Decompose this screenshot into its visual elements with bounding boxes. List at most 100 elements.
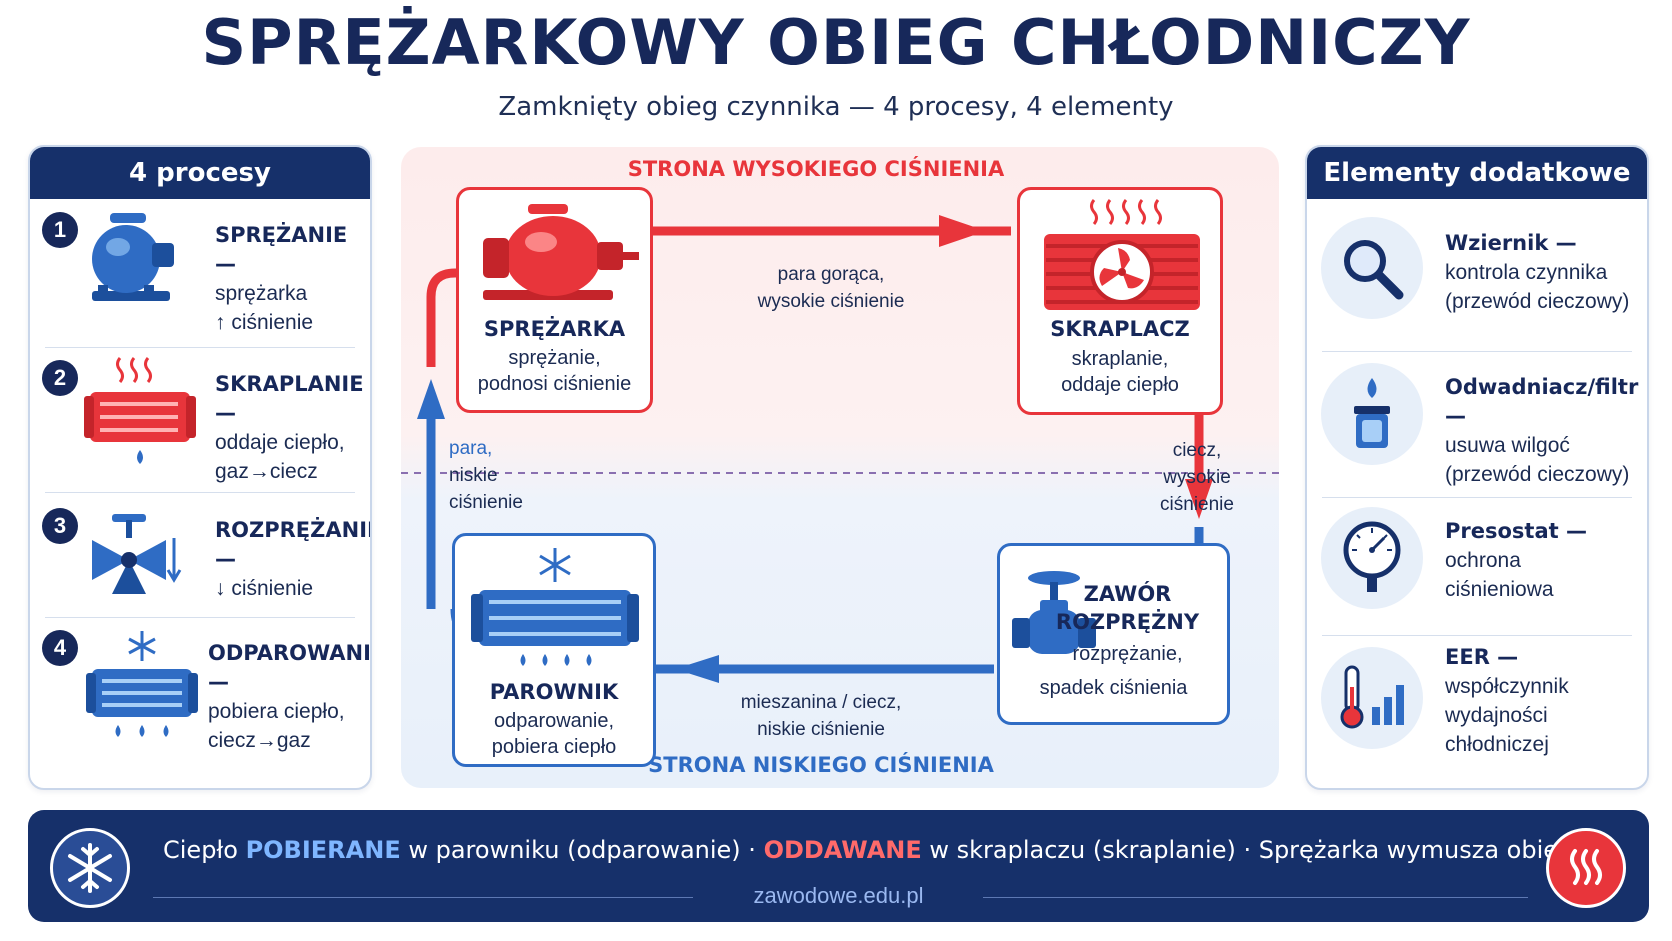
flow-label-line: mieszanina / ciecz, <box>740 692 902 713</box>
flow-label-line: para, <box>449 438 493 459</box>
evaporator-icon <box>82 627 202 750</box>
evaporator-desc-1: odparowanie, <box>493 710 615 732</box>
heat-icon <box>1546 828 1626 908</box>
extra-elements-panel-title: Elementy dodatkowe <box>1307 147 1647 199</box>
processes-panel-title: 4 procesy <box>30 147 370 199</box>
flow-label-mixture: mieszanina / ciecz, niskie ciśnienie <box>691 689 951 743</box>
divider <box>983 897 1528 898</box>
extra-text: EER — współczynnik wydajności chłodnicze… <box>1445 643 1569 759</box>
pressure-gauge-icon <box>1321 507 1423 609</box>
summary-highlight-absorbed: POBIERANE <box>245 836 401 864</box>
extra-name: Presostat — <box>1445 519 1587 543</box>
compressor-desc-1: sprężanie, <box>508 347 601 369</box>
extra-name: EER — <box>1445 645 1519 669</box>
divider <box>45 347 355 348</box>
process-text: ODPAROWANIE — pobiera ciepło, ciecz→gaz <box>208 639 372 755</box>
flow-label-hot-gas: para gorąca, wysokie ciśnienie <box>701 261 961 315</box>
condenser-icon <box>1032 198 1212 323</box>
page-title: SPRĘŻARKOWY OBIEG CHŁODNICZY <box>201 6 1471 79</box>
process-line2: ↑ ciśnienie <box>215 311 314 334</box>
magnifier-icon <box>1321 217 1423 319</box>
extra-name: Odwadniacz/filtr — <box>1445 375 1639 428</box>
process-text: SKRAPLANIE — oddaje ciepło, gaz→ciecz <box>215 370 370 486</box>
extra-line: współczynnik <box>1445 675 1569 698</box>
process-number: 1 <box>42 212 78 248</box>
compressor-title: SPRĘŻARKA <box>483 317 626 341</box>
extra-line: chłodniczej <box>1445 733 1549 756</box>
expansion-valve-icon <box>1010 568 1102 673</box>
arrow-liquid-high <box>1185 479 1213 519</box>
compressor-box: SPRĘŻARKA sprężanie, podnosi ciśnienie <box>456 187 653 413</box>
process-name: ODPAROWANIE — <box>208 641 372 694</box>
divider <box>1322 497 1632 498</box>
compressor-icon <box>473 200 643 315</box>
extra-elements-panel: Elementy dodatkowe Wziernik — kontrola c… <box>1305 145 1649 790</box>
expansion-valve-icon <box>82 510 182 605</box>
snowflake-icon <box>50 828 130 908</box>
compressor-desc-2: podnosi ciśnienie <box>477 373 632 395</box>
extra-line: ciśnieniowa <box>1445 578 1554 601</box>
process-text: SPRĘŻANIE — sprężarka ↑ ciśnienie <box>215 221 370 337</box>
summary-part: w skraplaczu (skraplanie) · Sprężarka wy… <box>921 836 1574 864</box>
extra-line: kontrola czynnika <box>1445 261 1608 284</box>
arrow-vapor-low <box>417 379 445 419</box>
valve-title-2: ROZPRĘŻNY <box>1055 610 1200 634</box>
summary-text: Ciepło POBIERANE w parowniku (odparowani… <box>163 836 1573 864</box>
extra-text: Presostat — ochrona ciśnieniowa <box>1445 517 1587 604</box>
flow-label-line: niskie <box>449 465 498 486</box>
process-number: 2 <box>42 360 78 396</box>
condenser-icon <box>82 352 197 475</box>
condenser-desc-1: skraplanie, <box>1071 348 1169 370</box>
divider <box>45 617 355 618</box>
process-line2: ciecz→gaz <box>208 729 311 752</box>
process-name: SKRAPLANIE — <box>215 372 364 425</box>
filter-drier-icon <box>1321 363 1423 465</box>
process-line1: pobiera ciepło, <box>208 700 345 723</box>
refrigeration-cycle-diagram: STRONA WYSOKIEGO CIŚNIENIA STRONA NISKIE… <box>401 147 1279 788</box>
divider <box>1322 635 1632 636</box>
summary-highlight-released: ODDAWANE <box>763 836 922 864</box>
process-text: ROZPRĘŻANIE — ↓ ciśnienie <box>215 516 370 603</box>
valve-title-1: ZAWÓR <box>1083 582 1172 606</box>
extra-line: wydajności <box>1445 704 1548 727</box>
evaporator-box: PAROWNIK odparowanie, pobiera ciepło <box>452 533 656 767</box>
extra-text: Wziernik — kontrola czynnika (przewód ci… <box>1445 229 1629 316</box>
process-number: 4 <box>42 630 78 666</box>
flow-label-liquid-high: ciecz, wysokie ciśnienie <box>1141 437 1253 518</box>
process-number: 3 <box>42 508 78 544</box>
condenser-box: SKRAPLACZ skraplanie, oddaje ciepło <box>1017 187 1223 415</box>
compressor-icon <box>82 207 182 314</box>
valve-desc-2: spadek ciśnienia <box>1039 677 1188 699</box>
high-pressure-side-label: STRONA WYSOKIEGO CIŚNIENIA <box>627 157 1005 181</box>
summary-bar: Ciepło POBIERANE w parowniku (odparowani… <box>28 810 1649 922</box>
process-line1: oddaje ciepło, <box>215 431 345 454</box>
evaporator-desc-2: pobiera ciepło <box>491 736 617 758</box>
evaporator-icon <box>465 544 645 679</box>
summary-part: Ciepło <box>163 836 246 864</box>
evaporator-title: PAROWNIK <box>489 680 619 704</box>
summary-part: w parowniku (odparowanie) · <box>400 836 764 864</box>
footer-url[interactable]: zawodowe.edu.pl <box>753 883 924 908</box>
flow-label-line: wysokie ciśnienie <box>757 291 905 312</box>
process-line2: gaz→ciecz <box>215 460 318 483</box>
extra-line: (przewód cieczowy) <box>1445 463 1630 486</box>
extra-text: Odwadniacz/filtr — usuwa wilgoć (przewód… <box>1445 373 1647 489</box>
divider <box>45 492 355 493</box>
condenser-desc-2: oddaje ciepło <box>1061 374 1179 396</box>
flow-label-vapor-low: para, niskie ciśnienie <box>449 435 523 516</box>
valve-desc-1: rozprężanie, <box>1072 643 1183 665</box>
flow-label-line: ciśnienie <box>449 492 523 513</box>
processes-panel: 4 procesy 1 SPRĘŻANIE — sprężarka ↑ ciśn… <box>28 145 372 790</box>
expansion-valve-box: ZAWÓR ROZPRĘŻNY rozprężanie, spadek ciśn… <box>997 543 1230 725</box>
process-line1: ↓ ciśnienie <box>215 577 314 600</box>
condenser-title: SKRAPLACZ <box>1050 317 1190 341</box>
thermometer-chart-icon <box>1321 647 1423 749</box>
pipe-suction-red <box>426 268 481 367</box>
low-pressure-side-label: STRONA NISKIEGO CIŚNIENIA <box>648 753 994 777</box>
arrow-hot-gas <box>939 215 986 247</box>
divider <box>1322 351 1632 352</box>
extra-line: ochrona <box>1445 549 1521 572</box>
flow-label-line: niskie ciśnienie <box>757 719 885 740</box>
extra-line: (przewód cieczowy) <box>1445 290 1630 313</box>
extra-name: Wziernik — <box>1445 231 1577 255</box>
